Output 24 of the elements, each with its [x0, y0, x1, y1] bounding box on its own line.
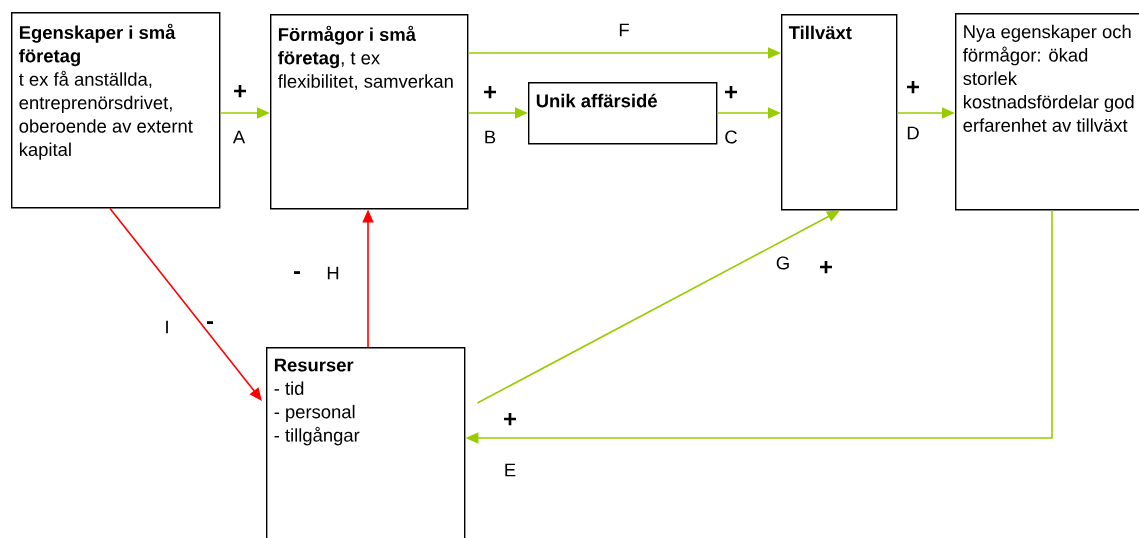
sign-label: -: [293, 271, 301, 274]
edge-label: E: [505, 463, 516, 477]
edge-label: H: [327, 266, 339, 280]
sign-label: +: [504, 413, 516, 426]
edge-label: C: [725, 130, 737, 144]
edge-label: I: [166, 320, 168, 334]
sign-label: +: [725, 86, 737, 99]
sign-label: +: [484, 86, 496, 99]
edge-label: B: [485, 130, 496, 144]
edge-label: F: [619, 23, 629, 37]
edge-label: D: [907, 126, 919, 140]
edge-label: A: [232, 130, 246, 144]
sign-label: +: [907, 81, 919, 94]
process-box: Förmågor i små företag, t ex flexibilitet, samverkan: [270, 14, 469, 210]
edge-label: G: [776, 256, 789, 270]
sign-label: +: [234, 85, 246, 98]
process-box: Unik affärsidé: [528, 82, 718, 145]
sign-label: -: [206, 321, 214, 324]
sign-label: +: [820, 261, 832, 274]
process-box: Egenskaper i små företag t ex få anställda, entreprenörsdrivet, oberoende av externt kapital: [11, 12, 221, 209]
process-box: Tillväxt: [781, 14, 898, 211]
process-box: Resurser - tid - personal - tillgångar: [266, 347, 466, 538]
arrow: [109, 207, 262, 401]
process-box: Nya egenskaper och förmågor: ökad storlek kostnadsfördelar god erfarenhet av tillväxt: [955, 13, 1139, 211]
